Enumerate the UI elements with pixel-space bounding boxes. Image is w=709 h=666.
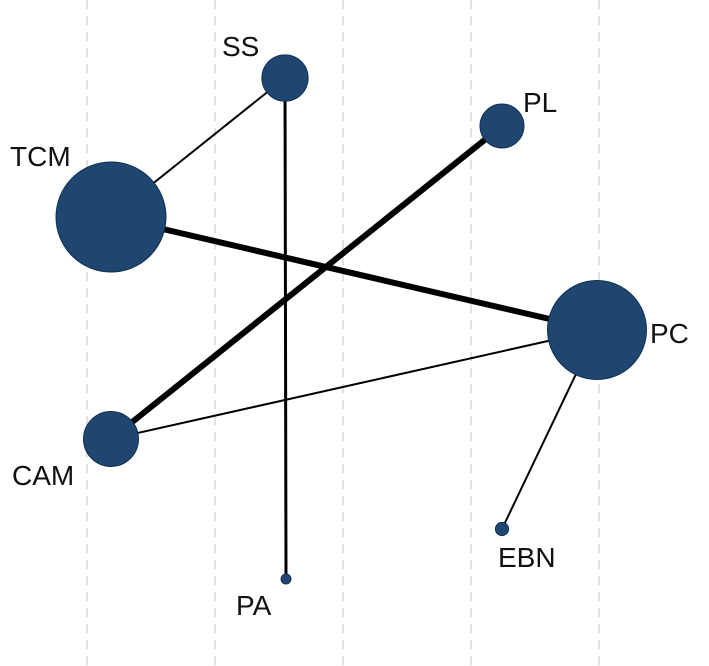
node-ss — [261, 54, 309, 102]
edge-tcm-pc — [108, 214, 600, 333]
network-nodes — [55, 54, 647, 585]
node-label-pl: PL — [523, 87, 557, 118]
network-edges — [108, 76, 600, 581]
node-pc — [547, 280, 647, 380]
node-label-ebn: EBN — [498, 542, 556, 573]
node-label-tcm: TCM — [10, 141, 71, 172]
network-labels: TCM SS PL PC CAM PA EBN — [10, 31, 689, 621]
node-label-pc: PC — [650, 318, 689, 349]
edge-ss-pa — [283, 76, 288, 581]
node-pl — [479, 103, 525, 149]
edge-pl-cam — [108, 123, 505, 442]
node-label-pa: PA — [236, 590, 272, 621]
node-pa — [280, 573, 292, 585]
node-tcm — [55, 161, 167, 273]
node-label-cam: CAM — [12, 460, 74, 491]
node-cam — [83, 411, 139, 467]
edge-cam-pc — [110, 329, 598, 440]
node-label-ss: SS — [222, 31, 259, 62]
node-ebn — [494, 521, 510, 537]
